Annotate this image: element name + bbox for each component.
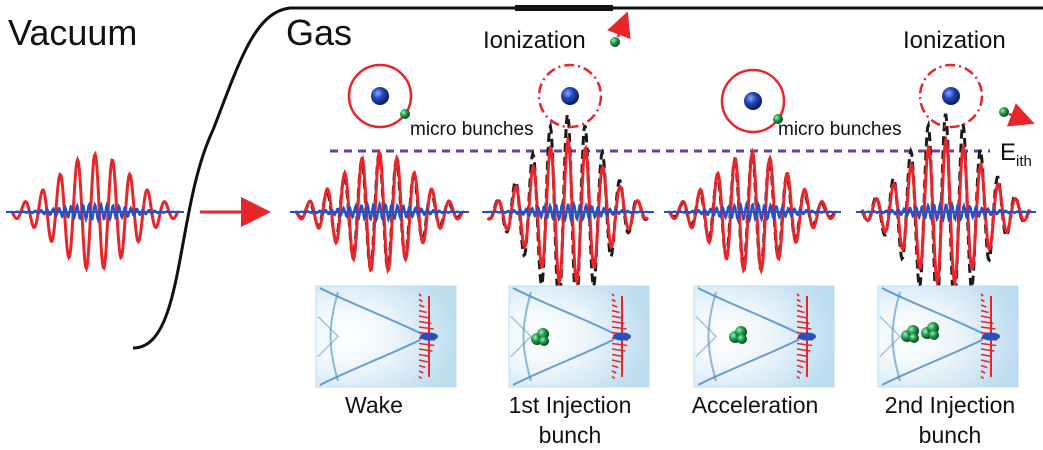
caption-2nd-injection: 2nd Injection bunch	[884, 392, 1016, 448]
stage-pulse-4	[856, 113, 1036, 312]
laser-field-red	[486, 134, 650, 288]
plasma-field-blue	[293, 200, 465, 224]
vacuum-laser-pulse	[6, 150, 184, 273]
atom-stage-1	[347, 63, 413, 129]
stage-pulse-1	[290, 149, 469, 275]
threshold-label: Eith	[1000, 141, 1032, 169]
gas-label: Gas	[286, 12, 353, 53]
vacuum-label: Vacuum	[8, 12, 138, 53]
electron-bunch-2	[921, 322, 939, 340]
caption-acceleration: Acceleration	[691, 392, 819, 418]
laser-field-red	[668, 147, 837, 276]
ionization-label-1: Ionization	[483, 27, 586, 54]
atom-stage-2-ionized	[537, 11, 631, 129]
laser-field-red	[860, 134, 1032, 288]
threshold-symbol: E	[1000, 139, 1017, 166]
laser-field-red	[10, 150, 179, 273]
plasma-field-blue	[485, 200, 651, 223]
wake-panel-3	[693, 285, 835, 388]
wake-panel-2	[508, 285, 650, 388]
caption-wake: Wake	[345, 392, 403, 418]
stage-laser-pulses	[290, 113, 1036, 312]
plasma-field-blue	[668, 200, 837, 224]
micro-bunches-label-2: micro bunches	[778, 119, 902, 140]
plasma-field-blue	[859, 200, 1033, 223]
atom-stage-3	[720, 68, 786, 134]
gas-density-profile-line	[132, 6, 1043, 350]
caption-1st-injection: 1st Injection bunch	[508, 392, 632, 448]
wake-panel-1	[315, 285, 457, 388]
threshold-subscript: ith	[1016, 152, 1032, 170]
stage-pulse-2	[482, 113, 654, 312]
ionization-label-2: Ionization	[903, 27, 1006, 54]
atom-stage-4-ionized	[918, 63, 1035, 129]
wake-panels	[315, 285, 1019, 388]
stage-pulse-3	[664, 147, 841, 276]
wake-panel-4	[877, 285, 1019, 388]
laser-field-red	[294, 149, 464, 275]
plasma-field-blue	[9, 201, 180, 224]
micro-bunches-label-1: micro bunches	[410, 119, 534, 140]
electron-bunch-1	[901, 325, 919, 343]
electron-bunch-1	[531, 328, 549, 346]
electron-bunch-1	[729, 326, 747, 344]
